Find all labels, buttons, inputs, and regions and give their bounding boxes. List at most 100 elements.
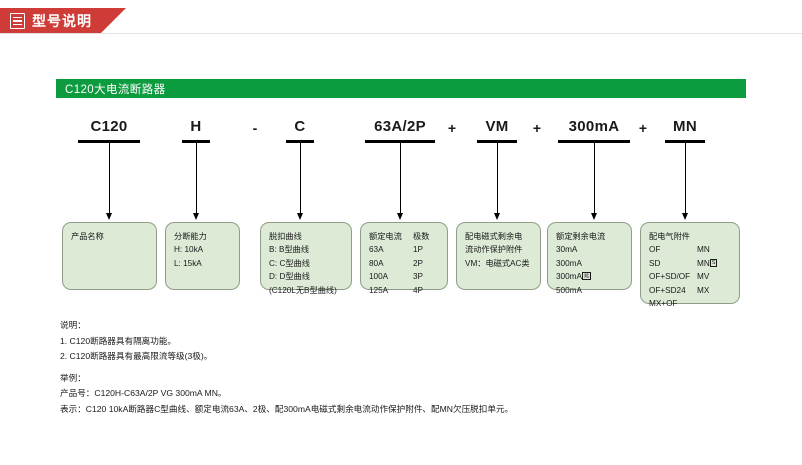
code-token-6: 300mA xyxy=(568,118,620,135)
cell-current-2: 80A xyxy=(369,258,384,268)
code-token-underline-3 xyxy=(286,140,314,143)
cell-poles-2: 2P xyxy=(413,258,424,268)
box-line-2: 300mA xyxy=(556,258,582,268)
notes-block: 说明： 1. C120断路器具有隔离功能。 2. C120断路器具有最高限流等级… xyxy=(60,318,790,418)
box-line-2: C: C型曲线 xyxy=(269,258,310,268)
header-ribbon: 型号说明 xyxy=(0,8,126,34)
cell-accessory-right-1: MN xyxy=(697,245,710,255)
box-line-1: 30mA xyxy=(556,245,578,255)
table-header-row: 额定电流 极数 xyxy=(369,230,439,243)
box-title: 产品名称 xyxy=(71,232,104,241)
explain-label: 说明： xyxy=(60,320,86,330)
box-line-2: L: 15kA xyxy=(174,258,202,268)
box-title: 额定剩余电流 xyxy=(556,232,606,241)
cell-poles-1: 1P xyxy=(413,245,424,255)
desc-box-breaking-capacity: 分断能力 H: 10kA L: 15kA xyxy=(165,222,240,290)
code-token-underline-7 xyxy=(665,140,705,143)
table-row: 125A 4P xyxy=(369,284,439,297)
arrow-head-5 xyxy=(494,213,500,220)
box-line-2: VM：电磁式AC类 xyxy=(465,258,530,268)
box-title: 分断能力 xyxy=(174,232,207,241)
header-divider xyxy=(0,33,802,34)
arrow-head-7 xyxy=(682,213,688,220)
code-separator-3: + xyxy=(532,120,542,136)
box-line-4: 500mA xyxy=(556,285,582,295)
desc-box-product-name: 产品名称 xyxy=(62,222,157,290)
code-token-underline-1 xyxy=(78,140,140,143)
badge-glyph: 延 xyxy=(581,272,592,281)
model-code-expression: C120 H C 63A/2P VM 300mA MN - + + + xyxy=(0,118,802,143)
cell-accessory-left-2: SD xyxy=(649,258,661,268)
box-line-4: (C120L无B型曲线) xyxy=(269,285,337,295)
code-token-3: C xyxy=(294,118,306,135)
example-meaning: 表示：C120 10kA断路器C型曲线、额定电流63A、2极、配300mA电磁式… xyxy=(60,403,514,414)
code-token-2: H xyxy=(190,118,202,135)
arrow-head-3 xyxy=(297,213,303,220)
column-header-poles: 极数 xyxy=(413,232,430,241)
code-separator-4: + xyxy=(638,120,648,136)
section-title-bar: C120大电流断路器 xyxy=(56,79,746,98)
code-token-7: MN xyxy=(673,118,697,135)
table-row: OF+SD24 MX xyxy=(649,284,731,297)
cell-poles-4: 4P xyxy=(413,285,424,295)
arrow-stem-1 xyxy=(109,142,110,213)
explain-item-2: 2. C120断路器具有最高限流等级(3极)。 xyxy=(60,351,213,362)
document-lines-icon xyxy=(10,13,25,29)
example-product-number: 产品号：C120H-C63A/2P VG 300mA MN。 xyxy=(60,388,227,399)
code-token-4: 63A/2P xyxy=(374,118,426,135)
box-line-1: B: B型曲线 xyxy=(269,245,310,255)
cell-accessory-right-4: MX xyxy=(697,285,710,295)
arrow-head-1 xyxy=(106,213,112,220)
badge-glyph: S xyxy=(709,258,718,267)
cell-poles-3: 3P xyxy=(413,272,424,282)
cell-accessory-left-1: OF xyxy=(649,245,661,255)
code-token-underline-5 xyxy=(477,140,517,143)
page-title: 型号说明 xyxy=(32,13,92,29)
arrow-head-2 xyxy=(193,213,199,220)
box-title: 配电磁式剩余电 xyxy=(465,232,523,241)
code-token-underline-4 xyxy=(365,140,435,143)
column-header-rated-current: 额定电流 xyxy=(369,232,402,241)
code-token-5: VM xyxy=(485,118,509,135)
arrow-head-6 xyxy=(591,213,597,220)
code-token-underline-6 xyxy=(558,140,630,143)
desc-box-residual-current-accessory: 配电磁式剩余电流动作保护附件 VM：电磁式AC类 xyxy=(456,222,541,290)
box-line-1: 流动作保护附件 xyxy=(465,245,523,255)
code-token-1: C120 xyxy=(90,118,128,135)
box-line-1: H: 10kA xyxy=(174,245,204,255)
arrow-stem-5 xyxy=(497,142,498,213)
arrow-stem-3 xyxy=(300,142,301,213)
code-separator-1: - xyxy=(252,120,258,136)
ribbon-tail-shape xyxy=(100,8,126,34)
table-row: OF MN xyxy=(649,243,731,256)
cell-current-1: 63A xyxy=(369,245,384,255)
cell-accessory-left-4: OF+SD24 xyxy=(649,285,686,295)
section-title-label: C120大电流断路器 xyxy=(65,83,166,96)
arrow-stem-4 xyxy=(400,142,401,213)
desc-box-rated-current-poles: 额定电流 极数 63A 1P 80A 2P 100A 3P 125A 4P xyxy=(360,222,448,295)
cell-accessory-left-5: MX+OF xyxy=(649,299,678,309)
arrow-head-4 xyxy=(397,213,403,220)
cell-accessory-right-5 xyxy=(697,297,731,310)
cell-current-3: 100A xyxy=(369,272,389,282)
code-token-underline-2 xyxy=(182,140,210,143)
cell-current-4: 125A xyxy=(369,285,389,295)
page-header: 型号说明 xyxy=(0,8,126,34)
table-row: 63A 1P xyxy=(369,243,439,256)
code-separator-2: + xyxy=(447,120,457,136)
table-row: 80A 2P xyxy=(369,257,439,270)
box-line-3: D: D型曲线 xyxy=(269,272,310,282)
box-title: 配电气附件 xyxy=(649,232,690,241)
table-row: MX+OF xyxy=(649,297,731,310)
cell-accessory-right-3: MV xyxy=(697,272,710,282)
explain-item-1: 1. C120断路器具有隔离功能。 xyxy=(60,335,177,346)
table-row: 100A 3P xyxy=(369,270,439,283)
arrow-stem-2 xyxy=(196,142,197,213)
arrow-stem-6 xyxy=(594,142,595,213)
